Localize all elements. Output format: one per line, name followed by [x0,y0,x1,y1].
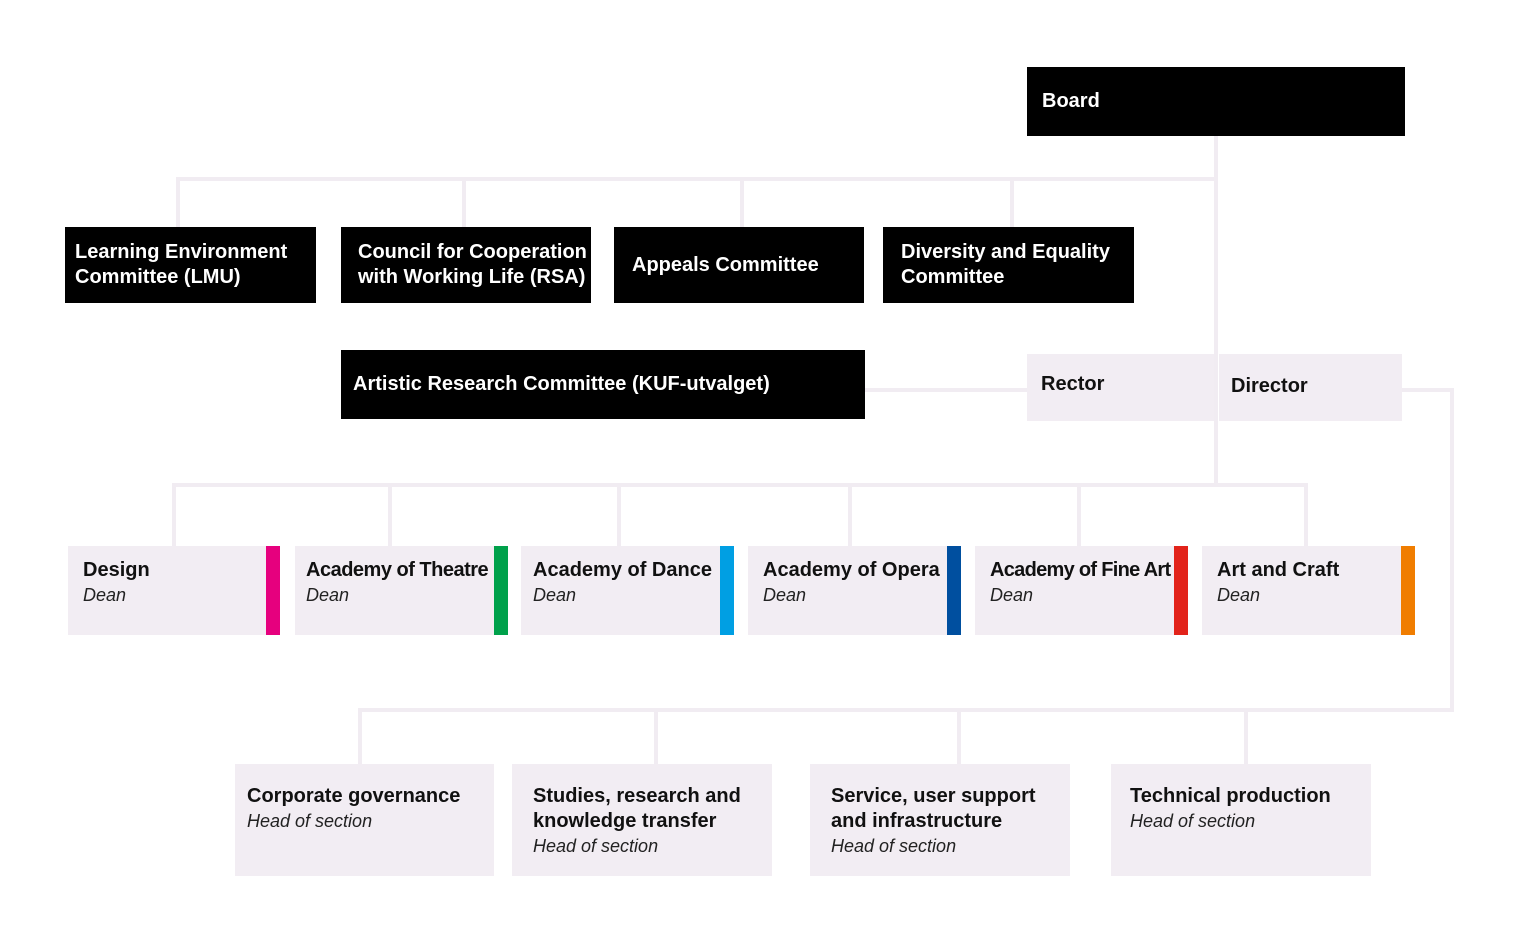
connector [740,177,744,229]
section-service-infrastructure: Service, user support and infrastructure… [810,764,1070,876]
connector [358,708,1454,712]
director-label: Director [1231,375,1308,397]
academy-role: Dean [990,585,1034,605]
committee-label: Diversity and Equality Committee [901,241,1110,288]
section-technical-production: Technical production Head of section [1111,764,1371,876]
connector [1450,388,1454,712]
board-box: Board [1027,67,1405,136]
committee-label: Council for Cooperation with Working Lif… [358,241,587,288]
academy-color-bar [494,546,508,635]
committee-diversity: Diversity and Equality Committee [883,227,1134,303]
academy-title: Academy of Opera [763,559,940,581]
director-box: Director [1219,354,1402,421]
academy-title: Design [83,559,150,581]
committee-label: Appeals Committee [632,253,819,276]
academy-role: Dean [83,585,127,605]
academy-art-craft: Art and Craft Dean [1202,546,1415,635]
committee-rsa: Council for Cooperation with Working Lif… [341,227,591,303]
research-committee-box: Artistic Research Committee (KUF-utvalge… [341,350,865,419]
academy-color-bar [1174,546,1188,635]
section-studies-research: Studies, research and knowledge transfer… [512,764,772,876]
connector [462,177,466,229]
academy-color-bar [1401,546,1415,635]
academy-design: Design Dean [68,546,280,635]
academy-role: Dean [533,585,577,605]
academy-fine-art: Academy of Fine Art Dean [975,546,1188,635]
section-title: Service, user support and infrastructure [831,785,1036,832]
section-role: Head of section [247,811,373,831]
connector [1214,135,1218,485]
connector [176,177,180,229]
connector [617,483,621,547]
connector [864,388,1028,392]
academy-role: Dean [763,585,807,605]
rector-label: Rector [1041,373,1105,395]
academy-title: Academy of Fine Art [990,559,1171,581]
connector [176,177,1218,181]
connector [172,483,176,547]
connector [358,708,362,766]
connector [848,483,852,547]
committee-lmu: Learning Environment Committee (LMU) [65,227,316,303]
section-title: Studies, research and knowledge transfer [533,785,741,832]
connector [172,483,1308,487]
academy-theatre: Academy of Theatre Dean [295,546,508,635]
rector-box: Rector [1027,354,1214,421]
academy-dance: Academy of Dance Dean [521,546,734,635]
connector [1304,483,1308,547]
section-title: Corporate governance [247,785,461,807]
academy-opera: Academy of Opera Dean [748,546,961,635]
section-role: Head of section [533,836,659,856]
academy-role: Dean [306,585,350,605]
section-role: Head of section [1130,811,1256,831]
academy-color-bar [947,546,961,635]
academy-title: Academy of Theatre [306,559,489,581]
board-label: Board [1042,90,1100,112]
connector [1010,177,1014,229]
academy-color-bar [266,546,280,635]
academy-title: Art and Craft [1217,559,1340,581]
connector [388,483,392,547]
committee-label: Learning Environment Committee (LMU) [75,241,288,288]
connector [957,708,961,766]
connector [1077,483,1081,547]
connector [1244,708,1248,766]
section-role: Head of section [831,836,957,856]
connector [1400,388,1454,392]
connector [654,708,658,766]
committee-appeals: Appeals Committee [614,227,864,303]
research-committee-label: Artistic Research Committee (KUF-utvalge… [353,373,770,395]
academy-title: Academy of Dance [533,559,712,581]
section-corporate-governance: Corporate governance Head of section [235,764,494,876]
academy-color-bar [720,546,734,635]
section-title: Technical production [1130,785,1331,807]
academy-role: Dean [1217,585,1261,605]
